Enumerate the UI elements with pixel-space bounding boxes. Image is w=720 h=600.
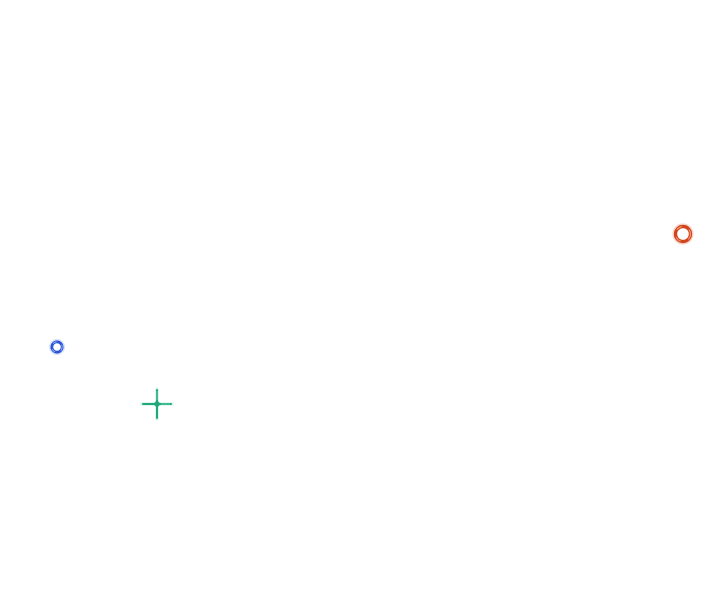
green-crosshair-marker-icon[interactable]: [140, 387, 174, 421]
blue-ring-shape: [49, 339, 65, 355]
red-ring-marker-icon[interactable]: [671, 222, 695, 246]
green-crosshair-shape: [140, 387, 174, 421]
red-ring-shape: [672, 223, 694, 245]
blue-ring-marker-icon[interactable]: [48, 338, 66, 356]
